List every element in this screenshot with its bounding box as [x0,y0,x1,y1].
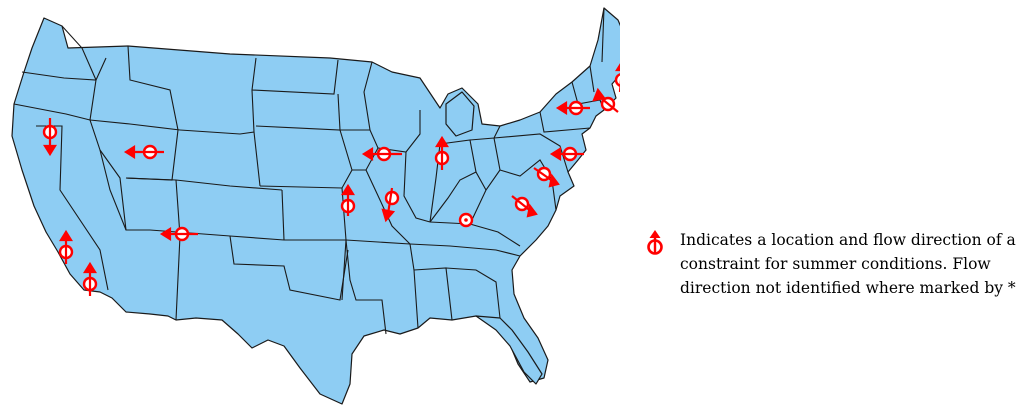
constraint-marker-central-california [58,229,74,264]
constraint-marker-icon [647,230,663,255]
constraint-marker-kentucky [458,212,474,228]
constraint-marker-oregon-california [42,118,58,157]
constraint-marker-iowa-illinois [361,146,402,162]
constraint-marker-missouri [381,187,400,223]
constraint-marker-idaho-oregon [123,144,164,160]
constraint-marker-west-virginia-virginia [511,195,538,218]
constraint-markers [42,63,620,296]
constraint-marker-virginia [533,166,560,188]
constraint-marker-illinois-indiana [434,135,450,170]
florida-peninsula [475,315,543,385]
map-legend: Indicates a location and flow direction … [638,228,1030,300]
legend-description: Indicates a location and flow direction … [680,231,1016,297]
constraint-marker-new-york [555,100,590,116]
constraint-marker-arizona-new-mexico [159,226,198,242]
us-map [11,7,620,405]
constraint-marker-connecticut [592,87,619,113]
michigan-lower-peninsula [445,91,475,137]
constraint-marker-massachusetts [614,63,620,92]
constraint-marker-southern-california [82,261,98,296]
state-borders [13,7,605,335]
constraint-marker-kansas-missouri [340,183,356,216]
constraint-marker-pennsylvania-new-jersey [549,146,584,162]
